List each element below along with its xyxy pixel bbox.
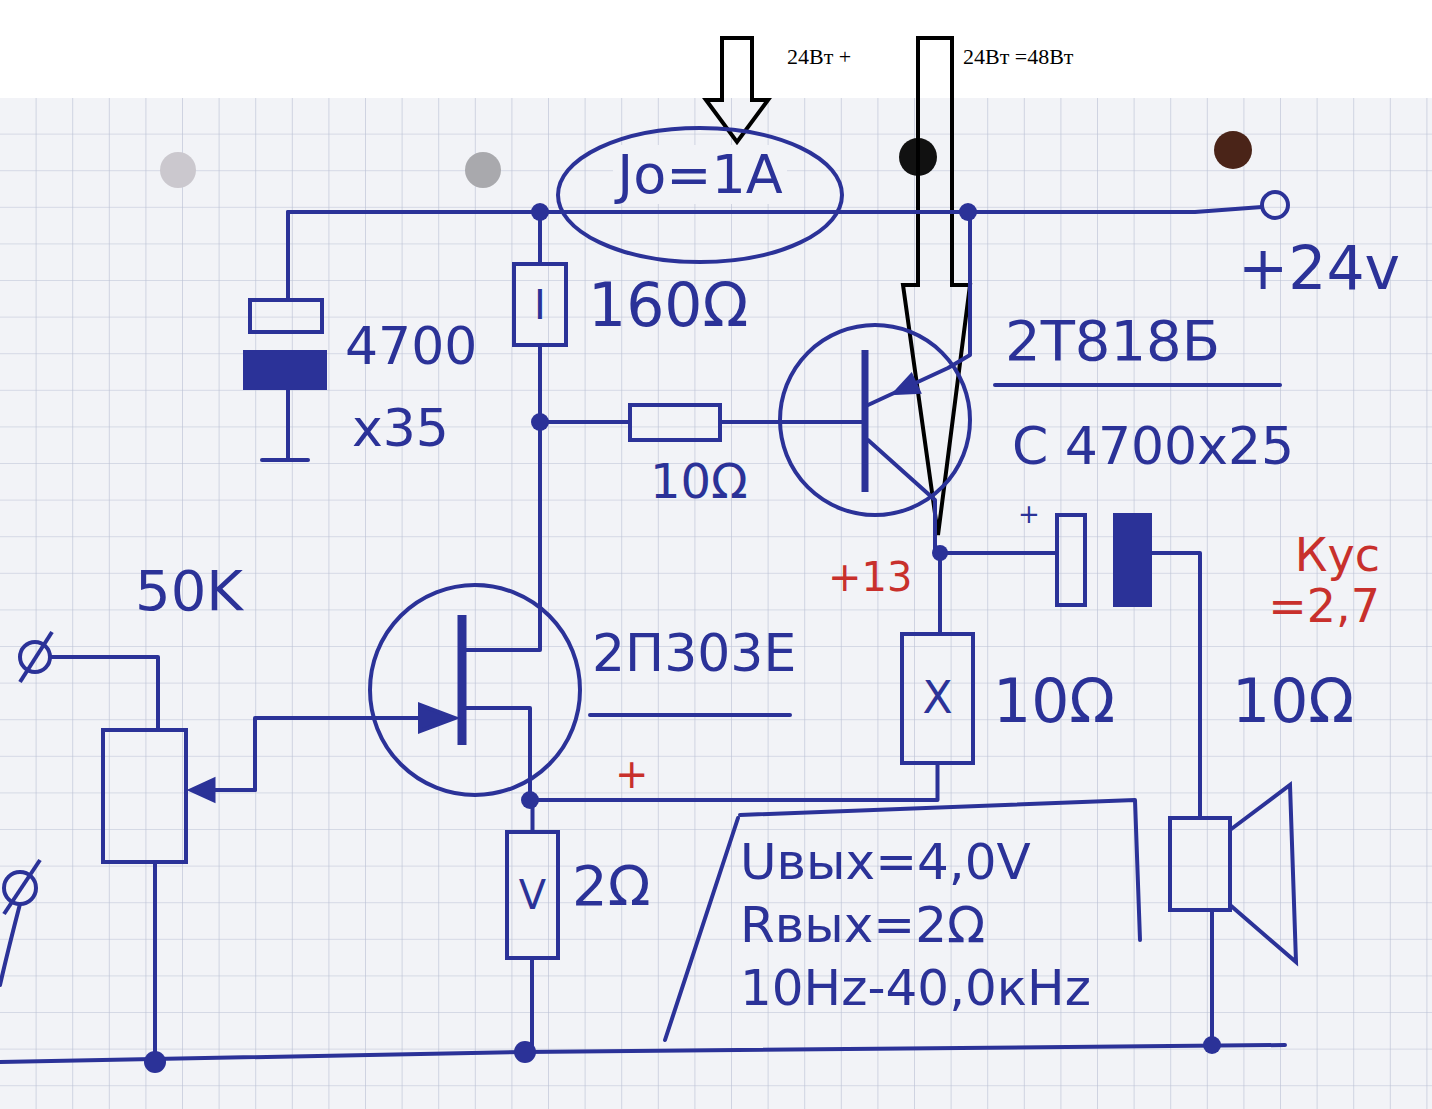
wire [1150,553,1200,818]
spec-line: Uвых=4,0V [740,835,1194,890]
speaker-symbol [1170,818,1230,910]
node-voltage: +13 [828,555,912,599]
potentiometer-value: 50K [135,560,243,622]
resistor-value: 2Ω [572,855,650,917]
junction-dot [144,1051,166,1073]
transistor-symbol [780,325,970,515]
punch-hole [1214,131,1252,169]
fet-symbol [458,615,467,745]
wire [938,553,942,632]
current-callout: Jo=1A [555,125,845,265]
callout-ellipse [558,128,842,262]
terminal-symbol [20,632,52,682]
resistor-mark: X [922,674,952,722]
junction-dot [531,413,549,431]
terminal-symbol [1262,192,1288,218]
spec-line: 10Hz-40,0кHz [740,961,1194,1016]
potentiometer-wiper [190,779,214,801]
capacitor-symbol [1057,515,1085,605]
transistor-symbol [780,325,970,515]
capacitor-value: С 4700x25 [1012,418,1294,475]
capacitor-symbol [250,300,322,332]
wire [540,420,630,424]
junction-dot [1203,1036,1221,1054]
junction-dot [531,203,549,221]
wire [1210,910,1214,1045]
potentiometer-wiper [190,779,214,801]
transistor-symbol [862,350,869,492]
terminal-symbol [4,192,1288,914]
wire [255,718,420,790]
resistor-box: V [505,830,560,960]
wire [995,383,1280,387]
wire [466,347,540,650]
terminal-symbol [4,860,40,914]
part-name: 2П303Е [592,625,796,682]
capacitor-symbol [1115,515,1150,605]
wire [0,1045,1285,1062]
wire [530,960,534,1052]
capacitor-voltage: x35 [352,400,449,457]
fet-symbol [420,705,455,731]
fet-symbol [370,585,580,795]
wire [153,862,157,1062]
wire [288,207,1262,212]
wire [720,420,865,424]
resistor-value: 160Ω [588,272,748,338]
junction-dot [932,545,948,561]
resistor-box: X [900,632,975,765]
resistor-value: 10Ω [993,668,1115,734]
fet-symbol [370,585,580,795]
wire [286,388,290,460]
callout-text: Jo=1A [613,145,787,204]
capacitor-symbol [245,352,325,388]
wire [868,440,935,553]
wire [590,713,790,717]
speaker-impedance: 10Ω [1232,668,1354,734]
wire [940,551,1057,555]
supply-voltage: +24v [1238,235,1400,301]
wire [533,765,938,830]
wire [262,458,308,462]
junction-dot [144,203,1221,1073]
speaker-symbol [1170,785,1296,962]
spec-line: Rвых=2Ω [740,898,1194,953]
capacitor-value: 4700 [345,318,477,375]
wire [50,657,158,730]
punch-hole [160,152,196,188]
power-note: 24Вт + [787,45,851,69]
wire [286,212,290,300]
resistor-mark: I [534,283,546,327]
resistor-symbol [103,730,186,862]
wire [0,207,1285,1062]
resistor-symbol [630,405,720,440]
wire [0,904,20,985]
punch-hole [465,152,501,188]
polarity-mark: + [1018,500,1040,529]
speaker-symbol [1230,785,1296,962]
gain-note: Кус =2,7 [1210,530,1380,631]
resistor-value: 10Ω [650,455,748,508]
wire [665,818,738,1040]
polarity-mark: + [615,752,649,796]
part-name: 2Т818Б [1005,310,1220,372]
top-strip [0,0,1432,98]
junction-dot [514,1041,536,1063]
power-note: 24Вт =48Вт [963,45,1073,69]
resistor-box: I [512,262,568,347]
junction-dot [959,203,977,221]
transistor-symbol [895,376,919,393]
wire [868,212,970,405]
resistor-mark: V [519,873,546,917]
grid-paper [0,98,1432,1109]
spec-note: Uвых=4,0V Rвых=2Ω 10Hz-40,0кHz [740,835,1194,1035]
